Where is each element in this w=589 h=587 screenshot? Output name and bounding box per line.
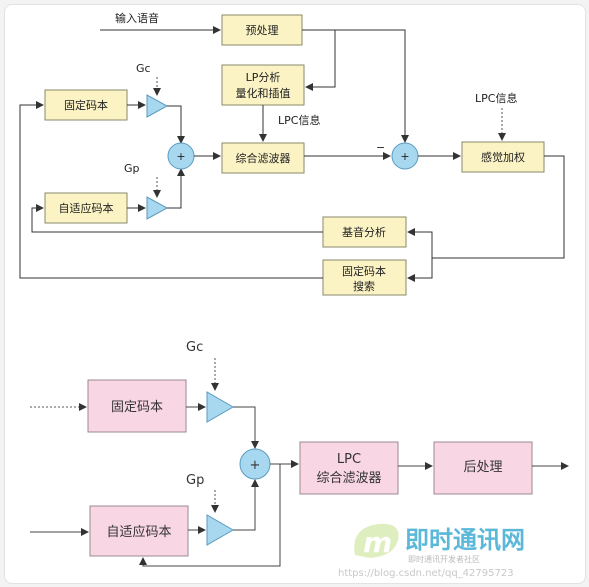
adaptive-codebook-box	[44, 192, 128, 224]
fixed-search-box	[322, 259, 407, 296]
minus-sign: −	[376, 141, 385, 154]
watermark-logo-m: m	[363, 526, 392, 559]
search-to-fixed-arrow	[19, 101, 323, 279]
dec-gc-amplifier-icon	[206, 391, 235, 423]
input-speech-label: 输入语音	[115, 11, 159, 25]
preprocess-box	[221, 14, 303, 46]
dec-fixed-codebook-label: 固定码本	[111, 400, 163, 415]
watermark-logo-text: 即时通讯网	[405, 526, 525, 554]
fixed-search-label-2: 搜索	[353, 279, 375, 293]
preprocess-to-lp-arrow	[305, 30, 336, 91]
excitation-sum-plus: +	[176, 150, 185, 163]
watermark-sub-text: 即时通讯开发者社区	[408, 554, 480, 564]
gp-to-sum-arrow	[167, 168, 185, 209]
dec-gc-to-sum-arrow	[233, 406, 259, 449]
adaptive-codebook-label: 自适应码本	[59, 201, 114, 215]
pitch-analysis-label: 基音分析	[342, 225, 386, 239]
dec-feedback-arrow	[139, 464, 281, 567]
fixed-codebook-box	[44, 89, 128, 121]
watermark-url: https://blog.csdn.net/qq_42795723	[338, 568, 514, 579]
preprocess-label: 预处理	[246, 24, 279, 37]
pitch-analysis-box	[322, 216, 407, 248]
decoder-diagram: 固定码本 Gc 自适应码本 Gp + LPC 综合滤波器 后处理	[30, 340, 569, 567]
dec-adaptive-codebook-label: 自适应码本	[106, 524, 171, 540]
fixed-codebook-label: 固定码本	[64, 98, 108, 112]
perceptual-weighting-box	[461, 141, 545, 173]
dec-lpc-filter-label-2: 综合滤波器	[316, 471, 381, 486]
gc-amplifier-icon	[146, 94, 169, 118]
to-search-arrow	[407, 258, 433, 282]
lpc-info-left-label: LPC信息	[278, 113, 320, 127]
dec-postprocess-label: 后处理	[463, 460, 502, 475]
dec-lpc-filter-box	[299, 441, 399, 495]
to-pitch-arrow	[407, 228, 433, 258]
dec-gp-label: Gp	[186, 473, 204, 488]
gp-label: Gp	[124, 162, 140, 175]
dec-lpc-filter-label-1: LPC	[337, 452, 361, 467]
dec-gp-amplifier-icon	[206, 514, 235, 546]
gp-amplifier-icon	[146, 196, 169, 220]
watermark-logo-icon	[354, 523, 399, 558]
dec-fixed-codebook-box	[87, 379, 187, 433]
dec-postprocess-box	[433, 441, 533, 495]
lp-analysis-label-2: 量化和插值	[236, 86, 291, 100]
dec-sum-plus: +	[250, 458, 261, 473]
gc-to-sum-arrow	[167, 105, 185, 144]
synthesis-filter-label: 综合滤波器	[236, 151, 291, 165]
perceptual-weighting-label: 感觉加权	[481, 151, 525, 164]
dec-gc-label: Gc	[186, 340, 203, 355]
gc-label: Gc	[136, 62, 151, 75]
error-sum-plus: +	[400, 150, 409, 163]
preprocess-to-sum-arrow	[302, 29, 409, 143]
synthesis-filter-box	[221, 142, 305, 174]
lp-analysis-box	[221, 64, 305, 106]
weighting-feedback-line	[432, 155, 565, 259]
watermark: m 即时通讯网 即时通讯开发者社区 https://blog.csdn.net/…	[338, 523, 525, 579]
dec-gp-to-sum-arrow	[233, 479, 259, 531]
encoder-diagram: 输入语音 预处理 LP分析 量化和插值 LPC信息 固定码本 Gc 自适应码本 …	[19, 11, 565, 296]
dec-adaptive-codebook-box	[89, 505, 189, 557]
lpc-info-right-label: LPC信息	[475, 91, 517, 105]
pitch-to-adaptive-arrow	[31, 204, 323, 233]
fixed-search-label-1: 固定码本	[342, 264, 386, 278]
lp-analysis-label-1: LP分析	[246, 70, 281, 84]
